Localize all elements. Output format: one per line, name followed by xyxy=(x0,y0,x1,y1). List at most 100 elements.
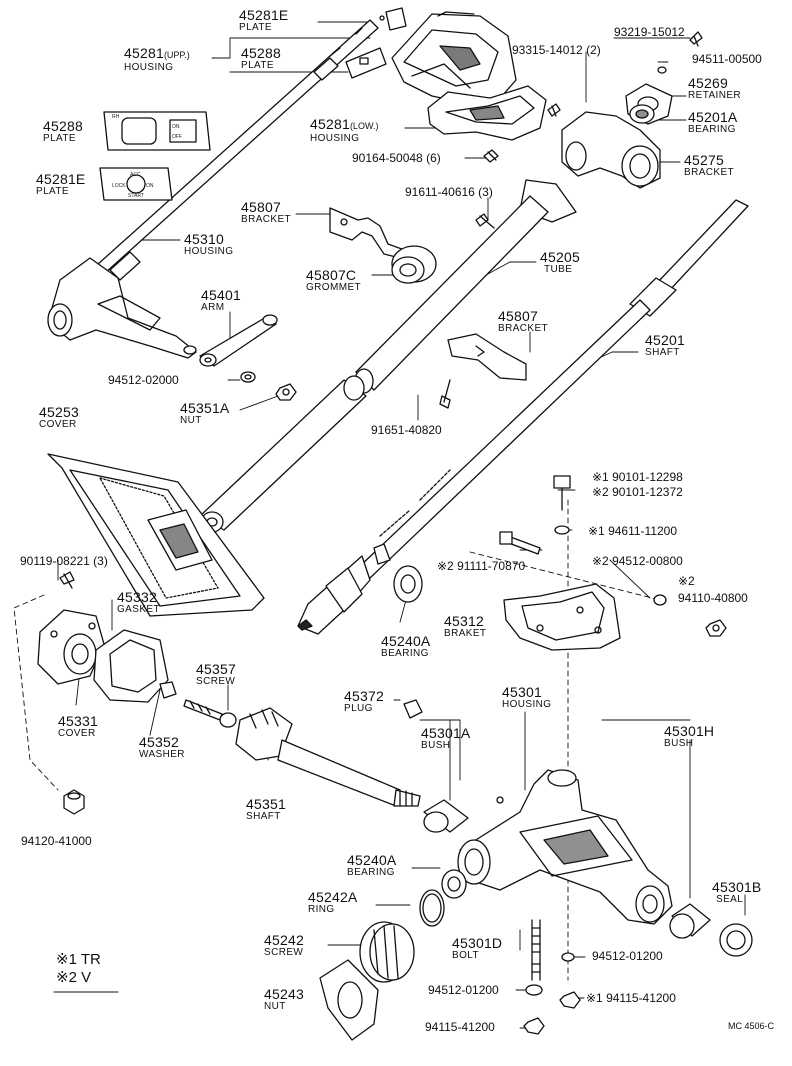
callout-45807C: 45807C GROMMET xyxy=(306,268,361,293)
callout-name: SHAFT xyxy=(645,347,680,358)
callout-number: 45242 xyxy=(264,932,304,948)
callout-name: TUBE xyxy=(544,264,573,275)
bolt-90101 xyxy=(553,475,571,511)
callout-number: 45807C xyxy=(306,267,357,283)
callout-name: COVER xyxy=(58,728,96,739)
bolt-45301D xyxy=(531,919,541,981)
callout-name: BRACKET xyxy=(684,167,735,178)
partno-91611-40616: 91611-40616 (3) xyxy=(405,185,493,199)
plate-45281E-text-acc: ACC xyxy=(130,172,141,178)
plug-45372 xyxy=(403,699,423,719)
callout-number: 45242A xyxy=(308,889,358,905)
callout-name: RETAINER xyxy=(688,90,742,101)
partno-90119-08221: 90119-08221 (3) xyxy=(20,554,108,568)
bush-45301H xyxy=(669,903,711,939)
callout-number: 45301A xyxy=(421,725,471,741)
partno-93219-15012: 93219-15012 xyxy=(614,25,685,39)
partno-94512-02000: 94512-02000 xyxy=(108,373,179,387)
callout-number: 45352 xyxy=(139,734,179,750)
callout-name: HOUSING xyxy=(310,133,360,144)
callout-number: 45301H xyxy=(664,723,715,739)
gasket-45332 xyxy=(93,629,169,703)
callout-number: 45281E xyxy=(36,171,86,187)
callout-number: 45253 xyxy=(39,404,79,420)
callout-name: BOLT xyxy=(452,950,479,961)
bearing-45240A-lower xyxy=(441,869,467,899)
partno-94611-11200: ※1 94611-11200 xyxy=(588,524,678,538)
partno-90101-12298: ※1 90101-12298 xyxy=(592,470,683,484)
bracket-45275 xyxy=(561,111,661,189)
callout-45310: 45310 HOUSING xyxy=(184,232,233,257)
callout-name: SCREW xyxy=(264,947,304,958)
partno-90164-50048: 90164-50048 (6) xyxy=(352,151,441,165)
partno-94512-01200-left: 94512-01200 xyxy=(428,983,499,997)
callout-45242A: 45242A RING xyxy=(308,890,357,915)
dashed-alignment-lines xyxy=(13,499,661,981)
callout-name: SEAL xyxy=(716,894,744,905)
callout-45807-lower: 45807 BRACKET xyxy=(498,309,548,334)
callout-number: 45301D xyxy=(452,935,503,951)
callout-45281-upp: 45281(UPP.) HOUSING xyxy=(124,46,190,73)
nut-94512-02000 xyxy=(240,371,256,383)
plate-45288-text-rh: RH xyxy=(112,114,120,120)
callout-number: 45281 xyxy=(310,116,350,132)
callout-name: NUT xyxy=(180,415,202,426)
callout-number: 45807 xyxy=(241,199,281,215)
callout-name: NUT xyxy=(264,1001,286,1012)
callout-name: HOUSING xyxy=(124,62,174,73)
callout-number: 45288 xyxy=(43,118,83,134)
callout-45331: 45331 COVER xyxy=(58,714,98,739)
plate-45288-drawing: RH ON OFF xyxy=(103,111,211,151)
callout-name: BEARING xyxy=(381,648,429,659)
callout-name: BRAKET xyxy=(444,628,487,639)
bolt-91651-40820 xyxy=(439,379,451,409)
callout-name: PLATE xyxy=(43,133,76,144)
callout-45401: 45401 ARM xyxy=(201,288,241,313)
nut-45243 xyxy=(319,959,379,1041)
callout-number: 45357 xyxy=(196,661,236,677)
screw-93219-15012 xyxy=(689,31,703,47)
partno-90101-12372: ※2 90101-12372 xyxy=(592,485,683,499)
partno-91651-40820: 91651-40820 xyxy=(371,423,442,437)
callout-45269: 45269 RETAINER xyxy=(688,76,741,101)
bolt-91111-70870 xyxy=(499,531,541,555)
callout-45242: 45242 SCREW xyxy=(264,933,304,958)
callout-name: WASHER xyxy=(139,749,185,760)
callout-45807-upper: 45807 BRACKET xyxy=(241,200,291,225)
bracket-45807-lower xyxy=(447,333,527,381)
callout-45205: 45205 TUBE xyxy=(540,250,580,275)
callout-45301H: 45301H BUSH xyxy=(664,724,714,749)
partno-94115-41200-right: ※1 94115-41200 xyxy=(586,991,676,1005)
callout-45301: 45301 HOUSING xyxy=(502,685,551,710)
partno-94120-41000: 94120-41000 xyxy=(21,834,92,848)
callout-number: 45312 xyxy=(444,613,484,629)
partno-93315-14012: 93315-14012 (2) xyxy=(512,43,601,57)
callout-name: PLATE xyxy=(36,186,69,197)
callout-number: 45201A xyxy=(688,109,738,125)
callout-number: 45205 xyxy=(540,249,580,265)
callout-number: 45332 xyxy=(117,589,157,605)
callout-number: 45401 xyxy=(201,287,241,303)
callout-note: (LOW.) xyxy=(349,121,379,131)
callout-name: BRACKET xyxy=(241,214,292,225)
nut-94120-41000 xyxy=(63,789,85,815)
callout-note: (UPP.) xyxy=(163,50,190,60)
washer-94512-01200-right xyxy=(561,952,575,962)
callout-45301A: 45301A BUSH xyxy=(421,726,470,751)
screw-90119-08221 xyxy=(59,571,75,589)
bush-45301A xyxy=(423,799,469,833)
partno-94511-00500: 94511-00500 xyxy=(692,52,762,66)
legend-item-tr: ※1 TR xyxy=(56,952,101,967)
plate-45281E-drawing: LOCK ACC ON START xyxy=(99,167,173,201)
nut-94110-40800 xyxy=(705,619,727,637)
callout-number: 45310 xyxy=(184,231,224,247)
grommet-45807C xyxy=(391,245,437,284)
diagram-code: MC 4506-C xyxy=(728,1021,775,1031)
callout-45281E-side: 45281E PLATE xyxy=(36,172,85,197)
callout-name: SCREW xyxy=(196,676,236,687)
callout-number: 45275 xyxy=(684,152,724,168)
callout-number: 45281E xyxy=(239,7,289,23)
legend-text: TR xyxy=(80,951,101,968)
